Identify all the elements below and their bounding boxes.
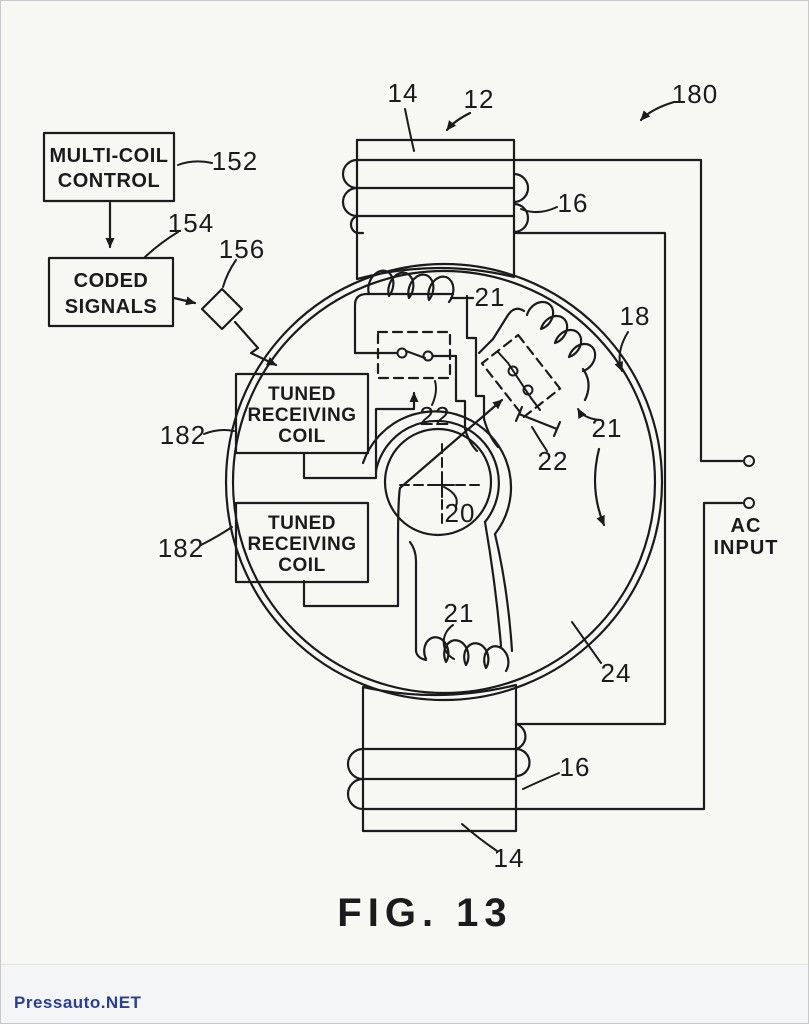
watermark-text: Pressauto.NET	[14, 993, 142, 1012]
coded-signals-line2: SIGNALS	[65, 296, 157, 318]
lower-coil-box-link	[302, 486, 402, 608]
ref-16-bottom: 16	[560, 752, 591, 782]
signal-zigzag-arrow	[233, 320, 278, 367]
stator-pole-bottom	[361, 683, 518, 833]
tuned-lower-line1: TUNED	[268, 513, 336, 534]
ref-21-top: 21	[475, 282, 506, 312]
ac-supply-wiring	[361, 158, 755, 811]
ref-22-right: 22	[538, 446, 569, 476]
rotor-coil-right	[477, 300, 597, 402]
tuned-upper-line2: RECEIVING	[247, 405, 356, 426]
rotor-coil-top	[353, 269, 475, 355]
ac-input-line1: AC	[731, 515, 762, 537]
leader-182-upper	[203, 429, 235, 435]
leader-22-right	[531, 426, 548, 452]
stator-pole-top	[355, 138, 516, 281]
coil-to-switch-link-upper	[302, 391, 419, 480]
ref-22-top: 22	[420, 401, 451, 431]
arrow-180	[639, 100, 676, 122]
tuned-upper-line1: TUNED	[268, 384, 336, 405]
rotor-body	[224, 262, 664, 702]
coded-to-transmitter-arrow	[172, 296, 197, 306]
ref-20: 20	[445, 498, 476, 528]
tuned-receiving-coil-upper-box: TUNED RECEIVING COIL	[234, 372, 370, 455]
leader-21-bottom	[442, 624, 455, 660]
leader-152	[177, 160, 213, 166]
pole-edge-outer	[465, 294, 500, 449]
leader-156	[222, 259, 237, 288]
ref-14-bottom: 14	[494, 843, 525, 873]
leader-22-top	[431, 380, 437, 406]
arrow-12	[445, 111, 472, 132]
coded-signals-box: CODED SIGNALS	[47, 256, 175, 328]
multi-coil-control-line2: CONTROL	[58, 170, 160, 192]
ref-14-top: 14	[388, 78, 419, 108]
leader-14-top	[404, 108, 415, 152]
ref-180: 180	[672, 79, 718, 109]
leader-16-top	[520, 206, 558, 213]
leader-20	[443, 486, 458, 507]
ref-18: 18	[620, 301, 651, 331]
tuned-lower-line3: COIL	[278, 555, 325, 576]
rotor-coil-bottom	[408, 540, 510, 673]
ref-152: 152	[212, 146, 258, 176]
multi-coil-control-box: MULTI-COIL CONTROL	[42, 131, 176, 203]
transmitter-diamond-icon	[200, 287, 244, 331]
ref-156: 156	[219, 234, 265, 264]
ac-terminal-upper	[743, 455, 755, 467]
leader-24	[571, 621, 602, 664]
ref-182-upper: 182	[160, 420, 206, 450]
leader-182-lower	[200, 526, 233, 546]
relay-switch-top	[353, 330, 458, 380]
ref-21-right: 21	[592, 413, 623, 443]
wiring-diagram-canvas: MULTI-COIL CONTROL CODED SIGNALS 152 154…	[42, 78, 779, 935]
ref-12: 12	[464, 84, 495, 114]
coded-signals-line1: CODED	[74, 270, 149, 292]
leader-18	[614, 331, 629, 372]
ac-input-line2: INPUT	[714, 537, 779, 559]
leader-14-bottom	[461, 823, 498, 852]
watermark-strip: Pressauto.NET	[1, 964, 808, 1023]
rotation-arrow	[593, 447, 606, 527]
ref-182-lower: 182	[158, 533, 204, 563]
ac-terminal-lower	[743, 497, 755, 509]
tuned-upper-line3: COIL	[278, 426, 325, 447]
leader-16-bottom	[522, 772, 560, 790]
tuned-receiving-coil-lower-box: TUNED RECEIVING COIL	[234, 501, 370, 584]
ref-21-bottom: 21	[444, 598, 475, 628]
figure-caption: FIG. 13	[337, 891, 512, 935]
tuned-lower-line2: RECEIVING	[247, 534, 356, 555]
leader-154	[144, 231, 179, 258]
shaft-to-switch-arrow	[398, 398, 504, 490]
ref-24: 24	[601, 658, 632, 688]
stator-winding-top	[341, 158, 530, 235]
multi-coil-control-line1: MULTI-COIL	[49, 145, 168, 167]
rotor-shaft	[383, 427, 493, 537]
leader-21-right	[577, 408, 600, 421]
ref-16-top: 16	[558, 188, 589, 218]
stator-winding-bottom	[346, 722, 531, 811]
ref-154: 154	[168, 208, 214, 238]
relay-switch-right	[480, 333, 562, 438]
pole-horn-arcs	[361, 410, 514, 653]
